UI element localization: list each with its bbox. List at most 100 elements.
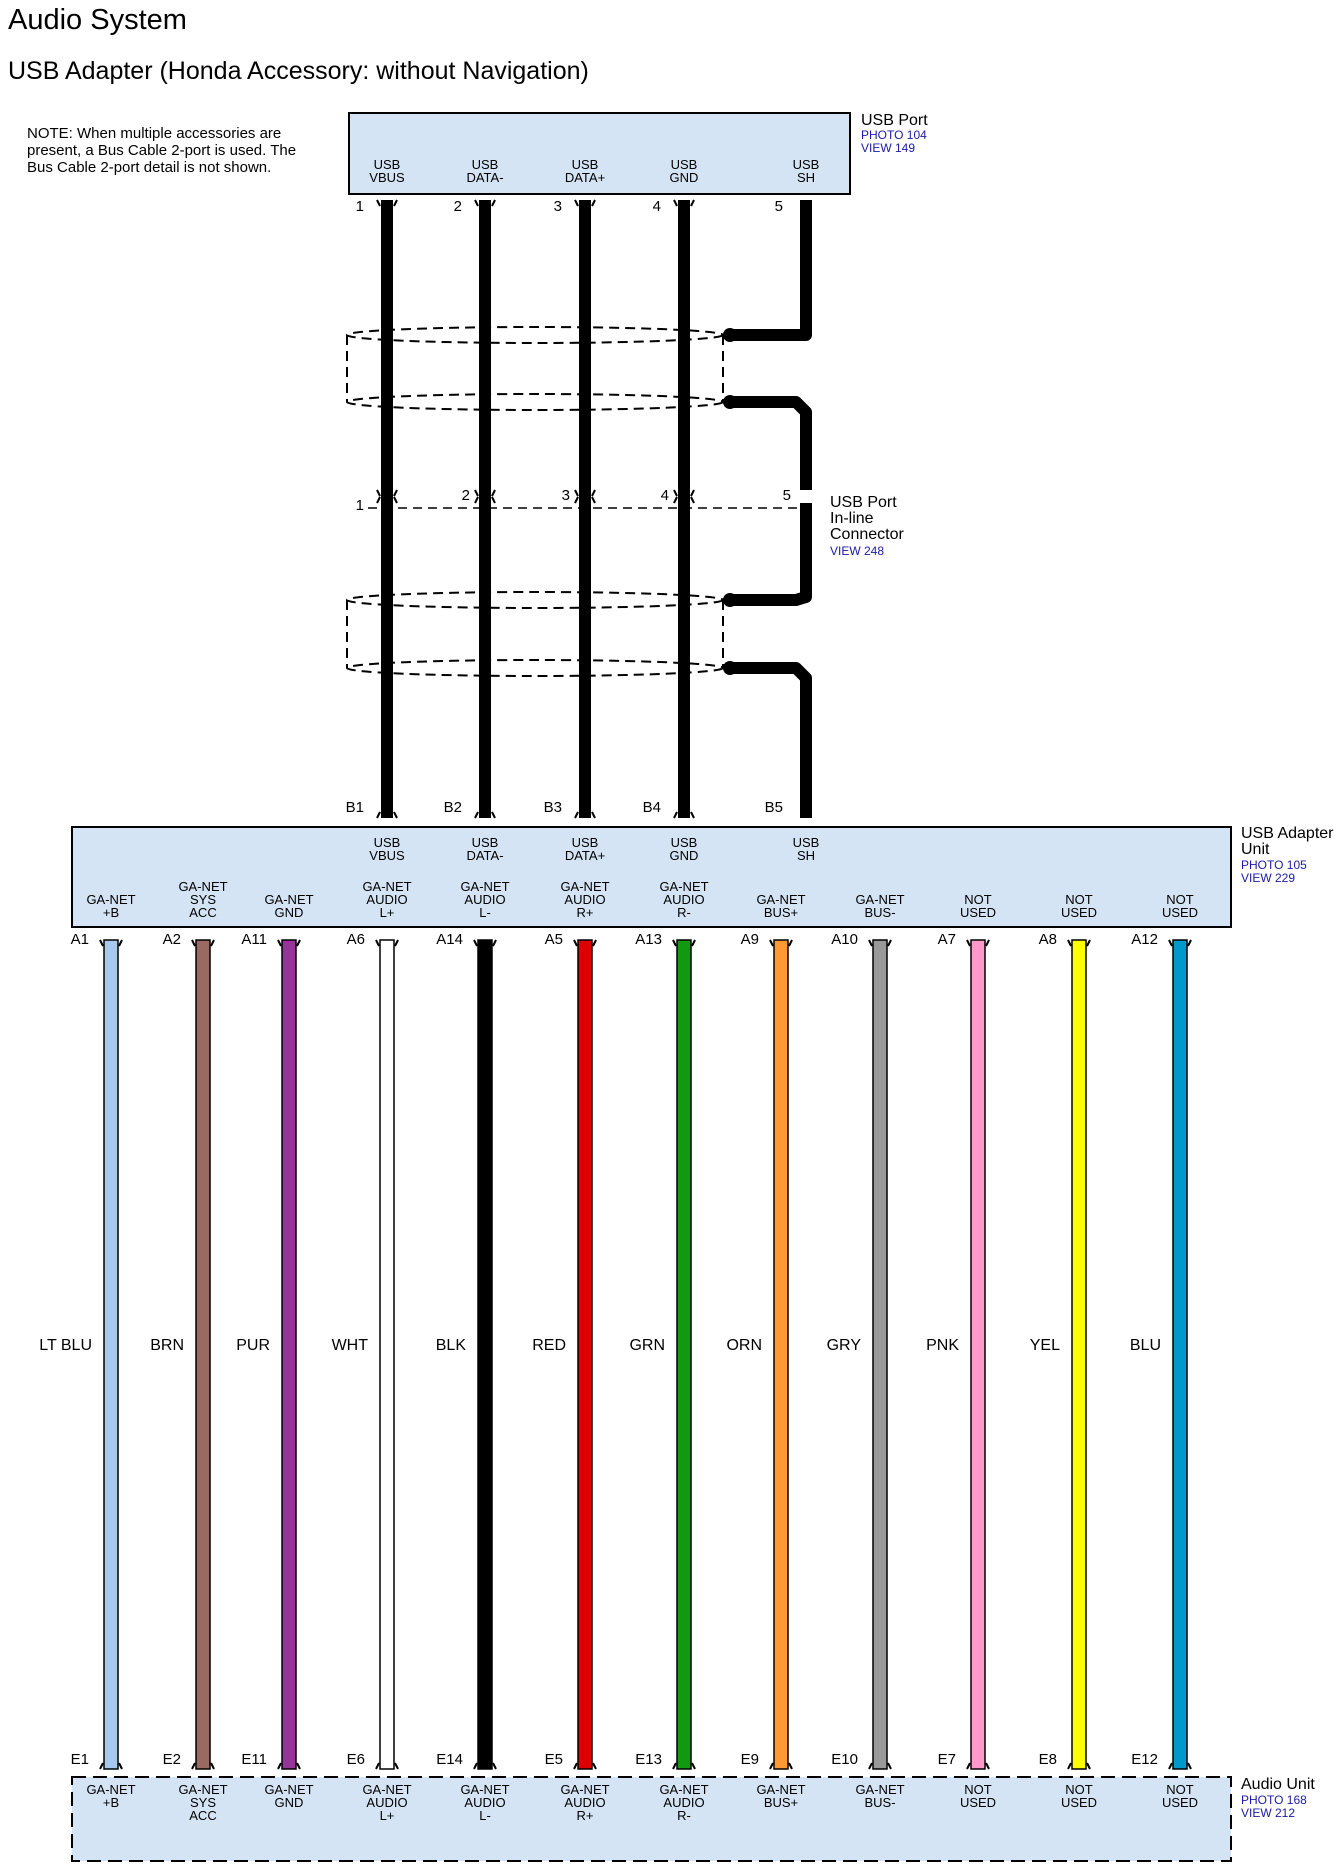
terminal-mark <box>573 1762 597 1770</box>
usb-port-pin-number: 1 <box>356 198 364 215</box>
usb-port-pin-label: USB <box>793 157 820 172</box>
adapter-a-pin-number: A6 <box>347 931 365 948</box>
adapter-a-pin-label: +B <box>103 905 119 920</box>
harness-wire <box>970 939 986 1770</box>
inline-connector-name: USB Port <box>830 494 897 511</box>
audio-unit-pin-label: GA-NET <box>362 1782 411 1797</box>
wire-color-label: ORN <box>726 1337 762 1354</box>
terminal-mark <box>1168 939 1192 947</box>
audio-unit-name: Audio Unit <box>1241 1776 1315 1793</box>
adapter-a-pin-label: R- <box>677 905 691 920</box>
terminal-mark <box>673 811 695 819</box>
audio-unit-pin-labels: GA-NET+BE1GA-NETSYSACCE2GA-NETGNDE11GA-N… <box>71 1751 1198 1823</box>
adapter-a-pin-label: GA-NET <box>264 892 313 907</box>
usb-port-pin-label: VBUS <box>369 170 405 185</box>
adapter-a-pin-label: USED <box>1061 905 1097 920</box>
audio-unit-pin-number: E14 <box>436 1751 463 1768</box>
note: NOTE: When multiple accessories are pres… <box>27 125 296 176</box>
terminal-mark <box>573 939 597 947</box>
adapter-b-pin-label: VBUS <box>369 848 405 863</box>
audio-unit-pin-label: +B <box>103 1795 119 1810</box>
usb-port-photo-link[interactable]: PHOTO 104 <box>861 128 927 142</box>
audio-unit-photo-link[interactable]: PHOTO 168 <box>1241 1793 1307 1807</box>
shield-ellipse <box>346 393 724 411</box>
usb-port-pin-label: DATA- <box>466 170 503 185</box>
wire-color-label: BLU <box>1130 1337 1161 1354</box>
terminal-mark <box>769 1762 793 1770</box>
terminal-mark <box>474 489 496 497</box>
audio-unit-pin-number: E13 <box>635 1751 662 1768</box>
adapter-a-pin-label: GA-NET <box>659 879 708 894</box>
adapter-a-pin-label: USED <box>1162 905 1198 920</box>
terminal-mark <box>966 939 990 947</box>
adapter-a-pin-label: L+ <box>380 905 395 920</box>
audio-unit-pin-label: NOT <box>964 1782 992 1797</box>
adapter-a-pin-number: A5 <box>545 931 563 948</box>
harness-wire <box>195 939 211 1770</box>
usb-adapter-photo-link[interactable]: PHOTO 105 <box>1241 858 1307 872</box>
audio-unit-pin-label: GND <box>275 1795 304 1810</box>
usb-port-name: USB Port <box>861 112 928 129</box>
terminal-mark <box>474 199 496 207</box>
terminal-mark <box>672 939 696 947</box>
usb-port-pin-number: 4 <box>653 198 661 215</box>
wire-color-label: BRN <box>150 1337 184 1354</box>
page-subtitle: USB Adapter (Honda Accessory: without Na… <box>8 57 589 85</box>
audio-unit-pin-label: GA-NET <box>86 1782 135 1797</box>
adapter-a-pin-number: A9 <box>741 931 759 948</box>
adapter-a-pin-label: ACC <box>189 905 216 920</box>
usb-adapter-pin-labels: B1USBVBUSB2USBDATA-B3USBDATA+B4USBGNDB5U… <box>71 799 1198 948</box>
audio-unit-pin-label: L- <box>479 1808 491 1823</box>
terminal-mark <box>473 939 497 947</box>
audio-unit-pin-label: R+ <box>577 1808 594 1823</box>
terminal-mark <box>1067 1762 1091 1770</box>
harness-wire <box>103 939 119 1770</box>
audio-unit-pin-label: GA-NET <box>855 1782 904 1797</box>
usb-adapter-view-link[interactable]: VIEW 229 <box>1241 871 1295 885</box>
terminal-mark <box>1168 1762 1192 1770</box>
adapter-b-pin-label: USB <box>572 835 599 850</box>
terminal-mark <box>474 811 496 819</box>
harness-wire <box>379 939 395 1770</box>
audio-unit-pin-label: USED <box>960 1795 996 1810</box>
usb-port-pin-number: 5 <box>775 198 783 215</box>
shield-drain-dot <box>723 328 737 342</box>
adapter-a-pin-label: BUS+ <box>764 905 798 920</box>
shield-drain-wire <box>727 396 812 490</box>
inline-connector-view-link[interactable]: VIEW 248 <box>830 544 884 558</box>
audio-unit-pin-label: GA-NET <box>659 1782 708 1797</box>
terminal-mark <box>673 489 695 497</box>
audio-unit-pin-label: ACC <box>189 1808 216 1823</box>
adapter-a-pin-label: AUDIO <box>366 892 407 907</box>
page-title: Audio System <box>8 4 187 36</box>
terminal-mark <box>574 489 596 497</box>
adapter-b-pin-number: B1 <box>346 799 364 816</box>
adapter-a-pin-label: GA-NET <box>178 879 227 894</box>
adapter-a-pin-label: GA-NET <box>560 879 609 894</box>
adapter-a-pin-number: A10 <box>831 931 858 948</box>
harness-wire <box>1172 939 1188 1770</box>
usb-adapter-unit-box <box>71 826 1232 928</box>
adapter-a-pin-number: A1 <box>71 931 89 948</box>
wire-color-label: PNK <box>926 1337 959 1354</box>
inline-connector-name: Connector <box>830 526 904 543</box>
audio-unit-pin-label: USED <box>1162 1795 1198 1810</box>
audio-unit-view-link[interactable]: VIEW 212 <box>1241 1806 1295 1820</box>
usb-port-pin-label: USB <box>671 157 698 172</box>
audio-unit-pin-label: GA-NET <box>178 1782 227 1797</box>
usb-port-view-link[interactable]: VIEW 149 <box>861 141 915 155</box>
terminal-mark <box>966 1762 990 1770</box>
usb-port-pin-label: SH <box>797 170 815 185</box>
adapter-b-pin-label: SH <box>797 848 815 863</box>
adapter-a-pin-label: GND <box>275 905 304 920</box>
terminal-mark <box>277 939 301 947</box>
adapter-a-pin-label: AUDIO <box>663 892 704 907</box>
audio-unit-pin-label: NOT <box>1166 1782 1194 1797</box>
shield-ellipse <box>346 659 724 677</box>
harness-wire <box>281 939 297 1770</box>
adapter-b-pin-label: USB <box>793 835 820 850</box>
audio-unit-pin-number: E5 <box>545 1751 563 1768</box>
audio-unit-pin-label: SYS <box>190 1795 216 1810</box>
adapter-b-pin-number: B2 <box>444 799 462 816</box>
terminal-mark <box>376 496 398 504</box>
